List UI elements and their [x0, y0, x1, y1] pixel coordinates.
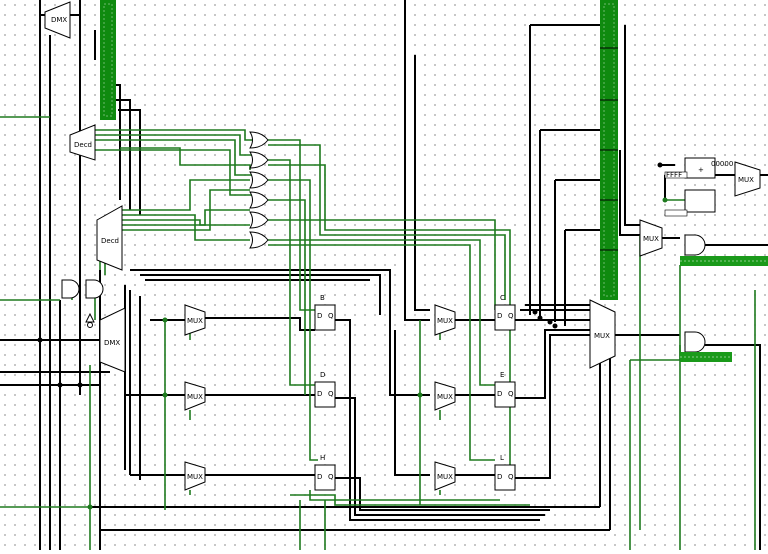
- constant-block-2[interactable]: [684, 189, 716, 213]
- mux-mid-1-label: MUX: [437, 317, 453, 325]
- mux-left-1-label: MUX: [187, 317, 203, 325]
- register-l-q: Q: [508, 473, 514, 481]
- mux-mid-3-label: MUX: [437, 473, 453, 481]
- mux-mid-1[interactable]: MUX: [434, 304, 456, 336]
- mux-mid-2[interactable]: MUX: [434, 381, 456, 411]
- register-bits-left: [100, 0, 116, 120]
- adder-plus-icon: +: [698, 166, 704, 174]
- and-gate-right-2[interactable]: [684, 331, 706, 353]
- mux-left-3-label: MUX: [187, 473, 203, 481]
- constant-value: 00000: [711, 160, 733, 168]
- input-pins[interactable]: FFFF: [664, 171, 688, 217]
- register-b-q: Q: [328, 312, 334, 320]
- register-d-d: D: [317, 390, 322, 398]
- and-gate-right-1[interactable]: [684, 234, 706, 256]
- register-h-d: D: [317, 473, 322, 481]
- register-h-q: Q: [328, 473, 334, 481]
- mux-left-2[interactable]: MUX: [184, 381, 206, 411]
- mux-right-small[interactable]: MUX: [639, 219, 663, 257]
- register-l-name: L: [500, 454, 504, 462]
- led-row-1: [680, 256, 768, 266]
- register-b-d: D: [317, 312, 322, 320]
- register-h-name: H: [320, 454, 325, 462]
- register-c-d: D: [497, 312, 502, 320]
- register-l-d: D: [497, 473, 502, 481]
- mux-right-top[interactable]: MUX: [734, 161, 761, 197]
- register-e-q: Q: [508, 390, 514, 398]
- junctions: [37, 162, 668, 510]
- register-c[interactable]: C D Q: [494, 294, 516, 331]
- and-gates-left[interactable]: [61, 279, 104, 328]
- or-gates[interactable]: [249, 131, 269, 249]
- mux-output-label: MUX: [594, 332, 610, 340]
- mux-left-2-label: MUX: [187, 393, 203, 401]
- led-row-2: [680, 352, 732, 362]
- mux-left-3[interactable]: MUX: [184, 461, 206, 491]
- constant-block-1[interactable]: 00000 +: [684, 157, 733, 179]
- register-c-q: Q: [508, 312, 514, 320]
- register-l[interactable]: L D Q: [494, 454, 516, 491]
- dmx-top-label: DMX: [51, 16, 67, 24]
- decoder-1-label: Decd: [74, 141, 92, 149]
- register-b-name: B: [320, 294, 325, 302]
- dmx-main-label: DMX: [104, 339, 120, 347]
- decoder-1[interactable]: Decd: [69, 124, 96, 161]
- register-b[interactable]: B D Q: [314, 294, 336, 331]
- mux-right-small-label: MUX: [643, 235, 659, 243]
- register-d[interactable]: D D Q: [314, 371, 336, 408]
- register-h[interactable]: H D Q: [314, 454, 336, 491]
- register-d-name: D: [320, 371, 325, 379]
- decoder-2[interactable]: Decd: [96, 205, 123, 271]
- dmx-top[interactable]: DMX: [44, 1, 71, 39]
- register-e[interactable]: E D Q: [494, 371, 516, 408]
- decoder-2-label: Decd: [101, 237, 119, 245]
- constant-small: FFFF: [666, 171, 682, 179]
- mux-output[interactable]: MUX: [589, 299, 616, 369]
- dmx-main[interactable]: DMX: [99, 307, 126, 373]
- mux-mid-3[interactable]: MUX: [434, 461, 456, 491]
- register-e-d: D: [497, 390, 502, 398]
- register-e-name: E: [500, 371, 504, 379]
- mux-left-1[interactable]: MUX: [184, 304, 206, 336]
- mux-mid-2-label: MUX: [437, 393, 453, 401]
- register-d-q: Q: [328, 390, 334, 398]
- mux-right-top-label: MUX: [738, 176, 754, 184]
- register-c-name: C: [500, 294, 505, 302]
- register-bits-right: [600, 0, 618, 300]
